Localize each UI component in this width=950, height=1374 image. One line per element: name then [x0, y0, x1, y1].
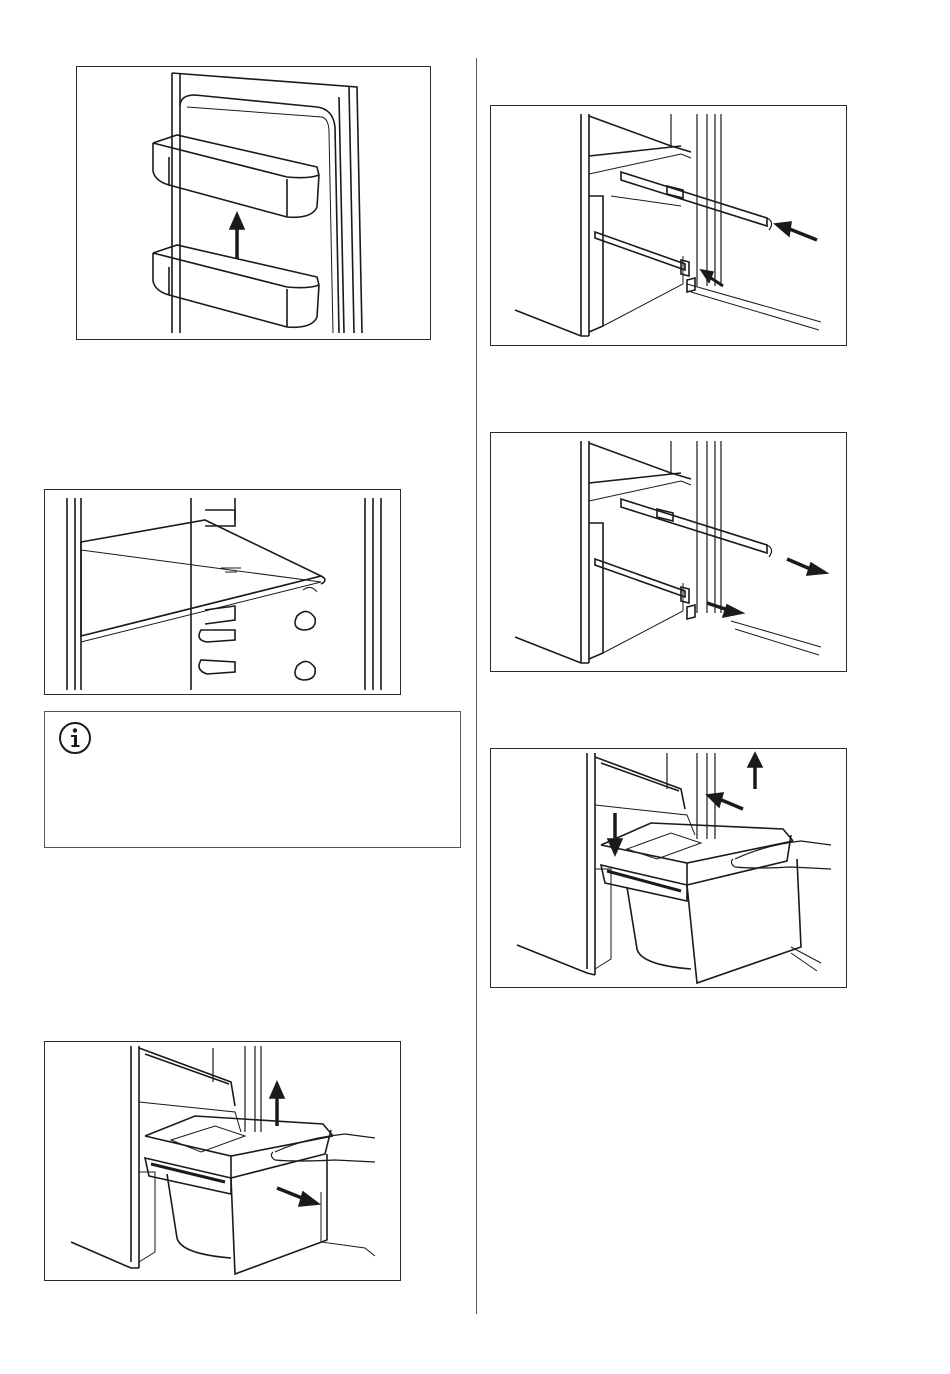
figure-rails-extend: [490, 432, 847, 672]
info-box: [44, 711, 461, 848]
figure-drawer-remove: [44, 1041, 401, 1281]
rails-insert-illustration: [491, 106, 847, 346]
figure-drawer-insert: [490, 748, 847, 988]
arrow-right-icon: [807, 563, 827, 575]
column-divider: [476, 58, 477, 1314]
figure-door-shelf: [76, 66, 431, 340]
arrow-right-icon: [723, 605, 743, 617]
rails-extend-illustration: [491, 433, 847, 672]
drawer-remove-illustration: [45, 1042, 401, 1281]
figure-glass-shelf: [44, 489, 401, 695]
drawer-insert-illustration: [491, 749, 847, 988]
arrow-up-icon: [230, 213, 244, 229]
arrow-left-icon: [701, 270, 713, 282]
figure-rails-insert: [490, 105, 847, 346]
arrow-left-icon: [775, 222, 791, 236]
arrow-up-icon: [748, 753, 762, 767]
arrow-right-icon: [299, 1192, 319, 1206]
arrow-up-icon: [270, 1082, 284, 1098]
door-shelf-illustration: [77, 67, 431, 340]
glass-shelf-illustration: [45, 490, 401, 695]
info-icon: [57, 720, 93, 756]
